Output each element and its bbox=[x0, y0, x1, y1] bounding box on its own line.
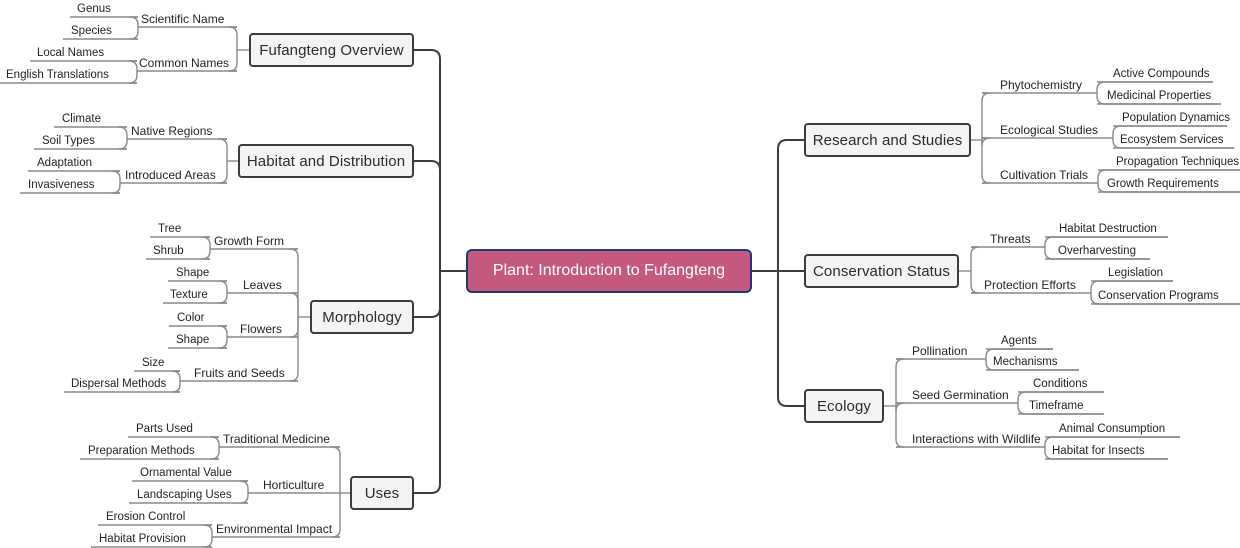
subtopic-label-horticulture[interactable]: Horticulture bbox=[263, 478, 325, 492]
subtopic-label-seed-germination[interactable]: Seed Germination bbox=[912, 388, 1009, 402]
leaf-label-dispersal-methods[interactable]: Dispersal Methods bbox=[71, 378, 167, 390]
subtopic-label-ecological-studies[interactable]: Ecological Studies bbox=[1000, 123, 1099, 137]
leaf-label-habitat-destruction[interactable]: Habitat Destruction bbox=[1059, 223, 1157, 235]
subtopic-label-phytochemistry[interactable]: Phytochemistry bbox=[1000, 78, 1083, 92]
subtopic-label-common-names[interactable]: Common Names bbox=[139, 56, 230, 70]
branch-node-label: Research and Studies bbox=[812, 131, 963, 149]
subtopic-label-pollination[interactable]: Pollination bbox=[912, 344, 968, 358]
branch-node-label: Habitat and Distribution bbox=[246, 152, 406, 170]
leaf-label-ecosystem-services[interactable]: Ecosystem Services bbox=[1120, 134, 1224, 146]
subtopic-label-fruits-and-seeds[interactable]: Fruits and Seeds bbox=[194, 366, 285, 380]
branch-node-label: Ecology bbox=[816, 397, 872, 415]
subtopic-label-flowers[interactable]: Flowers bbox=[240, 322, 283, 336]
branch-node-label: Fufangteng Overview bbox=[259, 41, 404, 59]
leaf-label-landscaping-uses[interactable]: Landscaping Uses bbox=[137, 489, 232, 501]
leaf-label-adaptation[interactable]: Adaptation bbox=[37, 157, 92, 169]
leaf-label-shape[interactable]: Shape bbox=[176, 267, 210, 279]
branch-node-label: Conservation Status bbox=[813, 262, 950, 280]
leaf-label-conditions[interactable]: Conditions bbox=[1033, 378, 1088, 390]
root-node[interactable]: Plant: Introduction to Fufangteng bbox=[466, 249, 752, 293]
leaf-label-parts-used[interactable]: Parts Used bbox=[136, 423, 193, 435]
leaf-label-propagation-techniques[interactable]: Propagation Techniques bbox=[1116, 156, 1240, 168]
leaf-label-legislation[interactable]: Legislation bbox=[1108, 267, 1163, 279]
leaf-label-timeframe[interactable]: Timeframe bbox=[1029, 400, 1084, 412]
branch-node-fufangteng-overview[interactable]: Fufangteng Overview bbox=[249, 33, 414, 67]
leaf-label-local-names[interactable]: Local Names bbox=[37, 47, 105, 59]
leaf-label-shape-flowers[interactable]: Shape bbox=[176, 334, 210, 346]
leaf-label-medicinal-properties[interactable]: Medicinal Properties bbox=[1107, 90, 1212, 102]
subtopic-label-interactions-with-wildlife[interactable]: Interactions with Wildlife bbox=[912, 432, 1041, 446]
subtopic-label-threats[interactable]: Threats bbox=[990, 232, 1031, 246]
leaf-label-mechanisms[interactable]: Mechanisms bbox=[993, 356, 1058, 368]
leaf-label-preparation-methods[interactable]: Preparation Methods bbox=[88, 445, 195, 457]
subtopic-label-environmental-impact[interactable]: Environmental Impact bbox=[216, 522, 333, 536]
branch-node-label: Uses bbox=[364, 484, 400, 502]
leaf-label-population-dynamics[interactable]: Population Dynamics bbox=[1122, 112, 1231, 124]
leaf-label-shrub[interactable]: Shrub bbox=[153, 245, 184, 257]
subtopic-label-native-regions[interactable]: Native Regions bbox=[131, 124, 213, 138]
leaf-label-size[interactable]: Size bbox=[142, 357, 165, 369]
leaf-label-tree[interactable]: Tree bbox=[158, 223, 182, 235]
branch-node-research-and-studies[interactable]: Research and Studies bbox=[804, 123, 971, 157]
leaf-label-invasiveness[interactable]: Invasiveness bbox=[28, 179, 95, 191]
subtopic-label-introduced-areas[interactable]: Introduced Areas bbox=[125, 168, 216, 182]
branch-node-label: Morphology bbox=[322, 308, 402, 326]
subtopic-label-scientific-name[interactable]: Scientific Name bbox=[141, 12, 225, 26]
subtopic-label-cultivation-trials[interactable]: Cultivation Trials bbox=[1000, 168, 1089, 182]
leaf-label-habitat-for-insects[interactable]: Habitat for Insects bbox=[1052, 445, 1145, 457]
subtopic-label-protection-efforts[interactable]: Protection Efforts bbox=[984, 278, 1076, 292]
branch-node-morphology[interactable]: Morphology bbox=[310, 300, 414, 334]
leaf-label-genus[interactable]: Genus bbox=[77, 3, 111, 15]
leaf-label-growth-requirements[interactable]: Growth Requirements bbox=[1107, 178, 1219, 190]
branch-node-habitat-and-distribution[interactable]: Habitat and Distribution bbox=[238, 144, 414, 178]
branch-node-ecology[interactable]: Ecology bbox=[804, 389, 884, 423]
leaf-label-species[interactable]: Species bbox=[71, 25, 112, 37]
leaf-label-animal-consumption[interactable]: Animal Consumption bbox=[1059, 423, 1166, 435]
root-node-label: Plant: Introduction to Fufangteng bbox=[492, 262, 726, 279]
subtopic-label-leaves[interactable]: Leaves bbox=[243, 278, 282, 292]
leaf-label-agents[interactable]: Agents bbox=[1001, 335, 1037, 347]
leaf-label-habitat-provision[interactable]: Habitat Provision bbox=[99, 533, 186, 545]
leaf-label-overharvesting[interactable]: Overharvesting bbox=[1058, 245, 1136, 257]
leaf-label-conservation-programs[interactable]: Conservation Programs bbox=[1098, 290, 1219, 302]
branch-node-conservation-status[interactable]: Conservation Status bbox=[804, 254, 959, 288]
subtopic-label-growth-form[interactable]: Growth Form bbox=[214, 234, 285, 248]
leaf-label-texture[interactable]: Texture bbox=[170, 289, 208, 301]
branch-node-uses[interactable]: Uses bbox=[350, 476, 414, 510]
leaf-label-ornamental-value[interactable]: Ornamental Value bbox=[140, 467, 232, 479]
leaf-label-climate[interactable]: Climate bbox=[62, 113, 101, 125]
subtopic-label-traditional-medicine[interactable]: Traditional Medicine bbox=[223, 432, 330, 446]
leaf-label-soil-types[interactable]: Soil Types bbox=[42, 135, 95, 147]
leaf-label-color[interactable]: Color bbox=[177, 312, 205, 324]
leaf-label-erosion-control[interactable]: Erosion Control bbox=[106, 511, 186, 523]
leaf-label-active-compounds[interactable]: Active Compounds bbox=[1113, 68, 1210, 80]
leaf-label-english-translations[interactable]: English Translations bbox=[6, 69, 109, 81]
